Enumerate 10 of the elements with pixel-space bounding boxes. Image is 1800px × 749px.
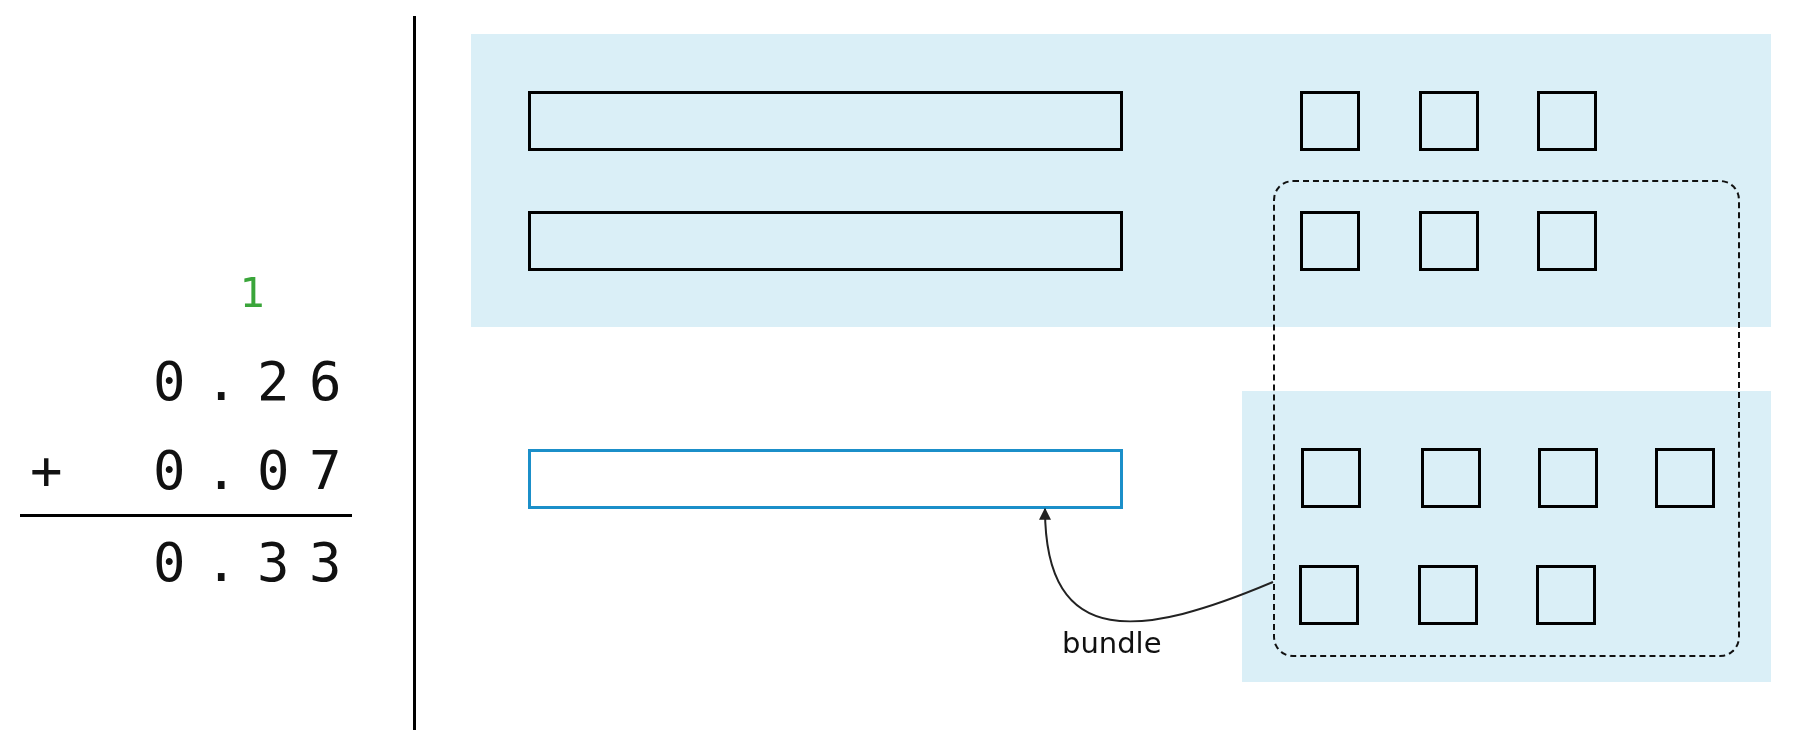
arithmetic-figure: 0.07 [153,441,362,501]
rod-block [528,211,1123,271]
rod-block [528,91,1123,151]
arithmetic-figure: 0.33 [153,533,362,593]
carry-digit: 1 [240,271,266,315]
dashed-group-outline [1273,180,1740,657]
arithmetic-figure: 0.26 [153,352,362,412]
empty-rod-outline [528,449,1123,509]
arithmetic-figure: + [30,441,63,501]
curved-arrow [1039,507,1274,623]
